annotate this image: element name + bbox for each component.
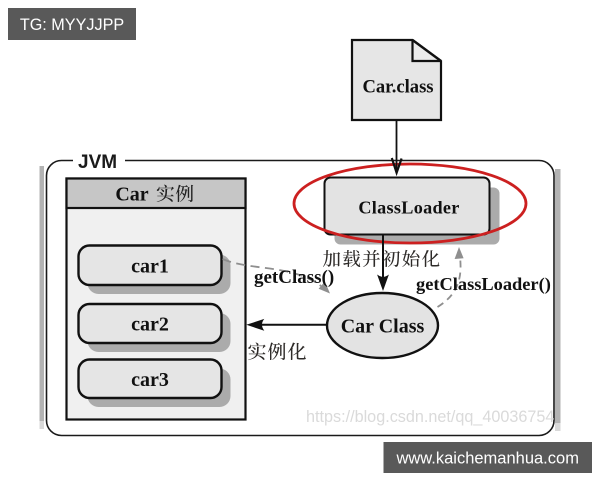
- svg-text:Car Class: Car Class: [341, 316, 425, 338]
- svg-text:car3: car3: [131, 369, 169, 391]
- svg-text:https://blog.csdn.net/qq_40036: https://blog.csdn.net/qq_40036754: [306, 408, 554, 426]
- svg-text:TG: MYYJJPP: TG: MYYJJPP: [20, 16, 124, 34]
- svg-text:getClass(): getClass(): [254, 267, 334, 288]
- svg-text:ClassLoader: ClassLoader: [358, 198, 459, 218]
- svg-text:JVM: JVM: [78, 152, 117, 173]
- svg-text:car1: car1: [131, 256, 169, 278]
- svg-text:car2: car2: [131, 314, 169, 336]
- svg-text:www.kaichemanhua.com: www.kaichemanhua.com: [395, 450, 579, 468]
- svg-text:Car: Car: [115, 184, 148, 206]
- svg-text:getClassLoader(): getClassLoader(): [416, 274, 551, 295]
- svg-text:Car.class: Car.class: [362, 77, 433, 98]
